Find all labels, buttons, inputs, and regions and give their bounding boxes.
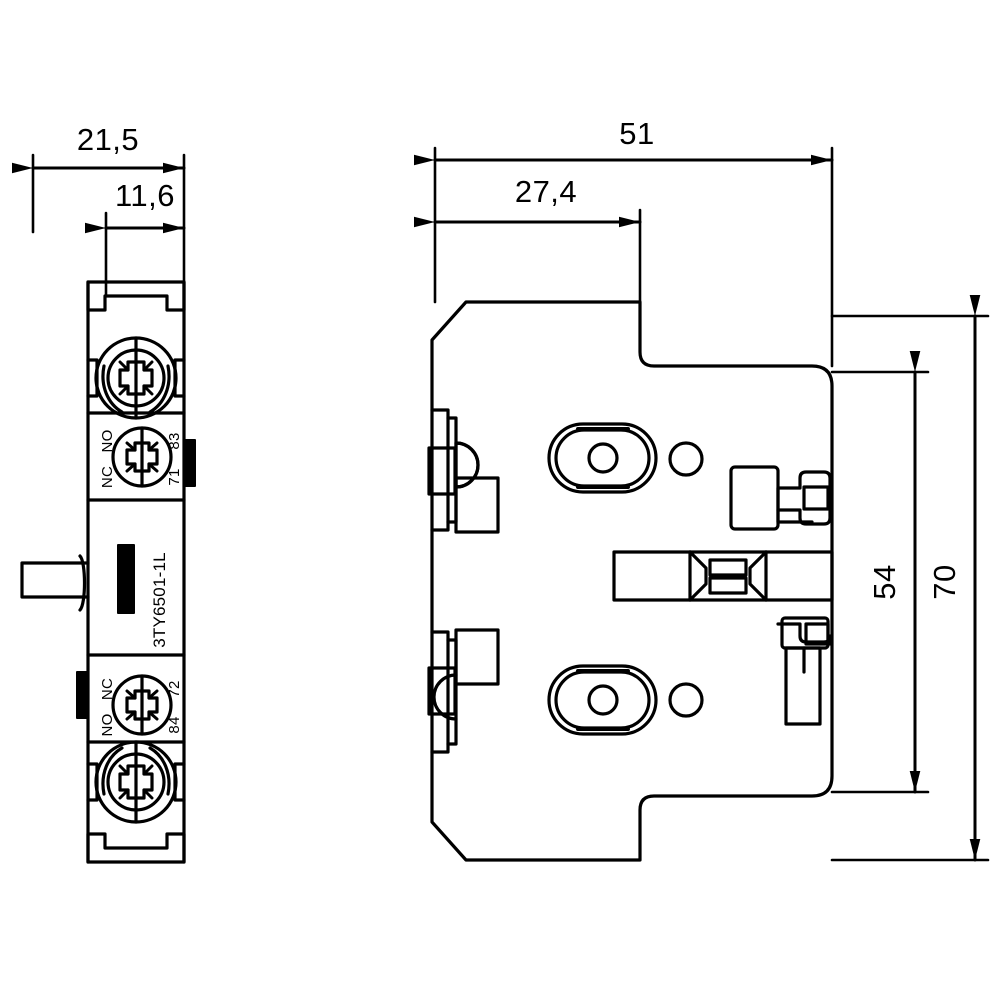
front-view-group: [427, 300, 834, 862]
screw-bottom-assembly: [86, 740, 186, 824]
slot-outer-lower: [547, 664, 658, 736]
side-view-left-tab: [20, 561, 90, 599]
left-edge-upper-features: [427, 408, 500, 534]
terminal-label-84: 84: [166, 716, 183, 733]
mounting-slot-lower: [547, 664, 658, 736]
terminal-label-nc-upper: NC: [99, 466, 116, 488]
terminal-label-nc-lower: NC: [99, 678, 116, 700]
marking-bar: [117, 544, 135, 614]
front-view-dimensions: 51 27,4 54 70: [414, 116, 990, 862]
slot-outer-upper: [547, 422, 658, 494]
screw-upper-terminal-assembly: [111, 426, 173, 488]
slot-center-hole-upper: [587, 442, 619, 474]
dim-text-54: 54: [867, 564, 902, 599]
side-view-dimensions: 21,5 11,6: [12, 122, 186, 298]
front-view-outline: [430, 300, 834, 862]
left-block-upper: [454, 476, 500, 534]
terminal-label-72: 72: [166, 680, 183, 697]
side-view-group: 3TY6501-1L NO NC 83 71 N: [20, 280, 196, 864]
round-hole-lower: [668, 682, 704, 718]
screw-lower-terminal-assembly: [111, 674, 173, 736]
round-hole-upper: [668, 441, 704, 477]
dim-text-27-4: 27,4: [515, 174, 577, 209]
slot-inner-upper: [554, 428, 651, 488]
dim-text-51: 51: [619, 116, 654, 151]
terminal-label-no-upper: NO: [99, 429, 116, 452]
mounting-slot-upper: [547, 422, 658, 494]
side-view-bottom-notch: [86, 832, 186, 864]
terminal-label-71: 71: [166, 468, 183, 485]
terminal-label-no-lower: NO: [99, 713, 116, 736]
side-tab-lower-left: [76, 671, 89, 719]
actuator-bar: [612, 550, 834, 602]
dim-text-70: 70: [927, 564, 962, 599]
side-view-outline: [86, 280, 186, 312]
right-contact-carrier-lower: [776, 616, 832, 726]
slot-center-hole-lower: [587, 684, 619, 716]
left-lug-upper-round: [454, 441, 480, 489]
dim-text-21-5: 21,5: [77, 122, 139, 157]
terminal-label-83: 83: [166, 432, 183, 449]
screw-top-assembly: [86, 336, 186, 420]
left-edge-lower-features: [427, 628, 500, 754]
slot-inner-lower: [554, 670, 651, 730]
part-number-label: 3TY6501-1L: [150, 552, 169, 648]
dim-text-11-6: 11,6: [115, 178, 175, 213]
left-block-lower: [454, 628, 500, 686]
side-tab-upper-right: [183, 439, 196, 487]
right-contact-carrier-upper: [729, 465, 832, 531]
actuator-window-bottom: [708, 576, 748, 595]
actuator-window-top: [708, 558, 748, 577]
